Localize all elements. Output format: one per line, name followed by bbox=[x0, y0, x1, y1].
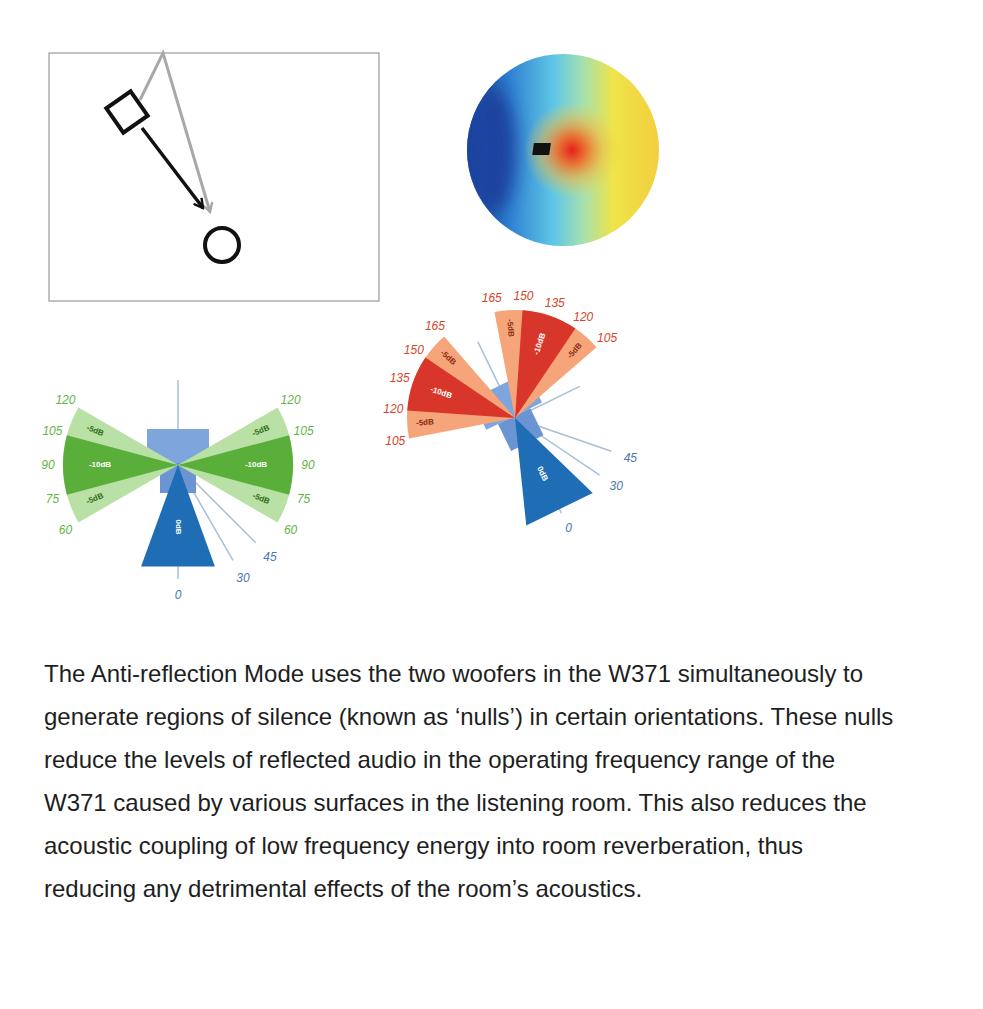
null-wedge bbox=[178, 435, 293, 495]
speaker-symbol bbox=[532, 143, 551, 155]
level-label: -5dB bbox=[251, 423, 270, 437]
level-label: -5dB bbox=[566, 341, 584, 360]
level-label: 0dB bbox=[535, 465, 549, 482]
field-gradient bbox=[467, 54, 659, 246]
angle-label: 105 bbox=[294, 425, 314, 437]
polar-patterns bbox=[63, 310, 611, 579]
angle-label: 135 bbox=[545, 297, 565, 309]
angle-label: 45 bbox=[624, 452, 637, 464]
null-wedge bbox=[515, 310, 575, 418]
null-wedge bbox=[63, 408, 178, 523]
angle-label: 75 bbox=[297, 493, 310, 505]
field-hotspot bbox=[467, 54, 659, 246]
level-label: -5dB bbox=[505, 319, 514, 337]
angle-label: 150 bbox=[404, 344, 424, 356]
level-label: -5dB bbox=[438, 349, 457, 367]
level-label: -5dB bbox=[416, 419, 434, 428]
angle-label: 30 bbox=[236, 572, 249, 584]
level-label: 0dB bbox=[174, 519, 182, 534]
null-wedge bbox=[178, 408, 293, 523]
level-label: -10dB bbox=[89, 461, 111, 469]
room-outline bbox=[49, 53, 379, 301]
angle-label: 90 bbox=[301, 459, 314, 471]
angle-label: 30 bbox=[609, 480, 622, 492]
angle-label: 105 bbox=[42, 425, 62, 437]
main-lobe bbox=[141, 465, 215, 566]
angle-label: 120 bbox=[573, 311, 593, 323]
angle-label: 75 bbox=[46, 493, 59, 505]
angle-label: 90 bbox=[41, 459, 54, 471]
angle-label: 150 bbox=[513, 290, 533, 302]
level-label: -5dB bbox=[85, 423, 104, 437]
polar-figure bbox=[407, 310, 611, 525]
angle-label: 60 bbox=[284, 524, 297, 536]
angle-label: 0 bbox=[175, 589, 182, 601]
sound-field-map bbox=[460, 54, 659, 246]
angle-label: 120 bbox=[281, 394, 301, 406]
angle-label: 135 bbox=[390, 372, 410, 384]
angle-label: 105 bbox=[385, 435, 405, 447]
null-wedge bbox=[494, 310, 596, 418]
caption-text: The Anti-reflection Mode uses the two wo… bbox=[44, 652, 894, 910]
angle-label: 60 bbox=[59, 524, 72, 536]
angle-label: 165 bbox=[425, 320, 445, 332]
level-label: -10dB bbox=[429, 385, 453, 400]
null-wedge bbox=[407, 358, 515, 418]
angle-label: 105 bbox=[597, 332, 617, 344]
angle-label: 120 bbox=[383, 403, 403, 415]
direct-sound-arrow bbox=[142, 128, 203, 208]
listener-symbol bbox=[205, 228, 239, 262]
angle-label: 120 bbox=[55, 394, 75, 406]
level-label: -5dB bbox=[85, 492, 104, 506]
null-wedge bbox=[63, 435, 178, 495]
angle-label: 0 bbox=[565, 522, 572, 534]
main-lobe bbox=[515, 418, 593, 525]
level-label: -5dB bbox=[251, 492, 270, 506]
polar-figure bbox=[63, 380, 293, 579]
level-label: -10dB bbox=[533, 332, 548, 356]
angle-label: 45 bbox=[263, 551, 276, 563]
angle-label: 165 bbox=[482, 292, 502, 304]
angle-line bbox=[177, 565, 179, 579]
reflection-path bbox=[140, 53, 210, 212]
level-label: -10dB bbox=[245, 461, 267, 469]
